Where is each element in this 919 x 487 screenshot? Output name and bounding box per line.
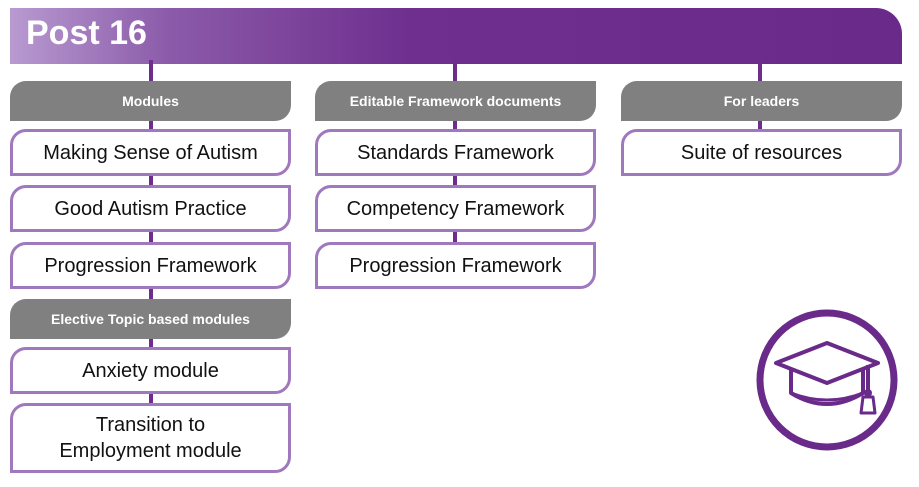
framework-progression[interactable]: Progression Framework (315, 242, 596, 289)
module-transition[interactable]: Transition to Employment module (10, 403, 291, 473)
modules-header: Modules (10, 81, 291, 121)
framework-standards[interactable]: Standards Framework (315, 129, 596, 176)
module-good-autism-practice[interactable]: Good Autism Practice (10, 185, 291, 232)
leaders-suite-of-resources[interactable]: Suite of resources (621, 129, 902, 176)
graduation-cap-svg (756, 309, 898, 451)
module-anxiety[interactable]: Anxiety module (10, 347, 291, 394)
elective-header: Elective Topic based modules (10, 299, 291, 339)
graduation-cap-icon (754, 307, 900, 453)
leaders-header: For leaders (621, 81, 902, 121)
framework-competency[interactable]: Competency Framework (315, 185, 596, 232)
page-title: Post 16 (26, 14, 147, 52)
transition-line2: Employment module (59, 440, 242, 462)
module-progression-framework[interactable]: Progression Framework (10, 242, 291, 289)
module-making-sense[interactable]: Making Sense of Autism (10, 129, 291, 176)
title-banner: Post 16 (10, 8, 902, 64)
framework-header: Editable Framework documents (315, 81, 596, 121)
transition-line1: Transition to (95, 414, 206, 436)
